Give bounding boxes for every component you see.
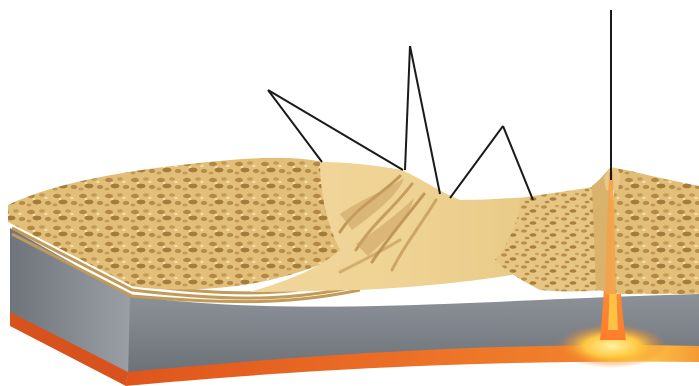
leader-line-abyssal-plain-b [503,126,533,200]
leader-line-abyssal-plain-a [450,126,503,198]
leader-line-continental-shelf [268,90,322,162]
ridge-flank-right [614,168,699,294]
leader-line-slope-apex [405,46,410,170]
leader-line-continental-rise [410,46,440,194]
leader-line-continental-slope [268,90,403,170]
